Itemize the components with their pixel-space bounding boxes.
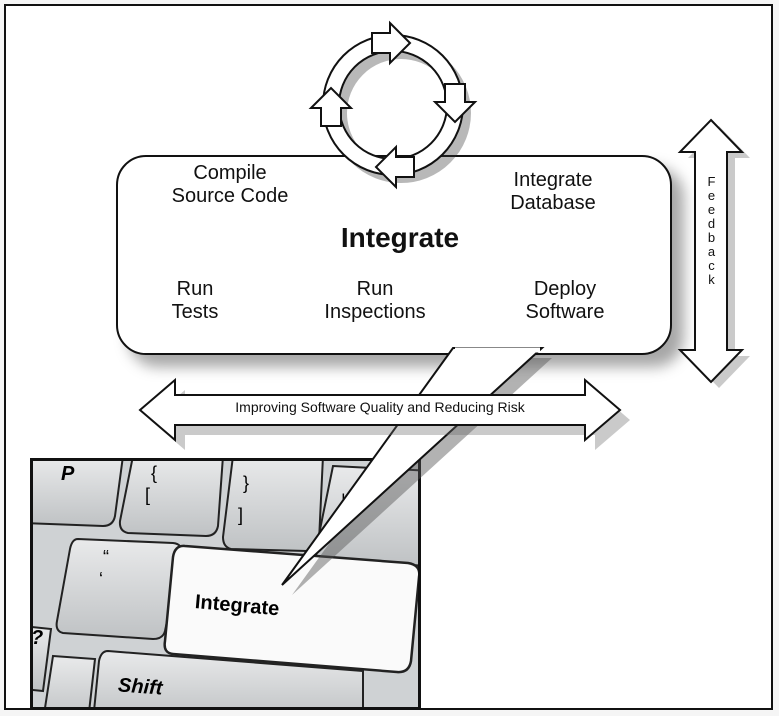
- quality-arrow-label: Improving Software Quality and Reducing …: [235, 399, 525, 415]
- step-compile-source-code: Compile Source Code: [171, 162, 289, 207]
- key-label-question: ?: [31, 627, 44, 649]
- feedback-letter: F: [707, 174, 716, 189]
- key-label-quote-bottom: ‘: [99, 569, 103, 589]
- step-integrate-database: Integrate Database: [510, 169, 596, 214]
- feedback-letter: b: [707, 230, 716, 245]
- key-label-close-top: }: [243, 473, 250, 493]
- shift-key-shape: [93, 649, 364, 707]
- shift-key-label: Shift: [117, 674, 164, 700]
- feedback-letter: e: [707, 202, 716, 217]
- key-label-brace-bottom: [: [145, 485, 151, 505]
- step-deploy-software: Deploy Software: [525, 278, 605, 323]
- step-run-tests: Run Tests: [171, 278, 219, 323]
- feedback-letter: k: [708, 272, 715, 287]
- feedback-letter: d: [707, 216, 716, 231]
- center-title: Integrate: [340, 222, 460, 253]
- step-run-inspections: Run Inspections: [324, 278, 426, 323]
- feedback-letter: e: [707, 188, 716, 203]
- key-p: [33, 461, 124, 528]
- key-label-pipe: |: [341, 491, 346, 511]
- key-brace: [118, 461, 224, 538]
- keyboard-illustration: P { [ } ] | “ ‘ ? Integrate Shift: [30, 458, 421, 710]
- feedback-letter: c: [708, 258, 715, 273]
- key-quote: [55, 537, 183, 641]
- feedback-letter: a: [707, 244, 716, 259]
- key-label-close-bottom: ]: [238, 505, 244, 525]
- key-label-quote-top: “: [103, 547, 109, 567]
- key-label-p: P: [61, 463, 75, 485]
- key-label-brace-top: {: [151, 463, 158, 483]
- key-pipe: [314, 464, 418, 567]
